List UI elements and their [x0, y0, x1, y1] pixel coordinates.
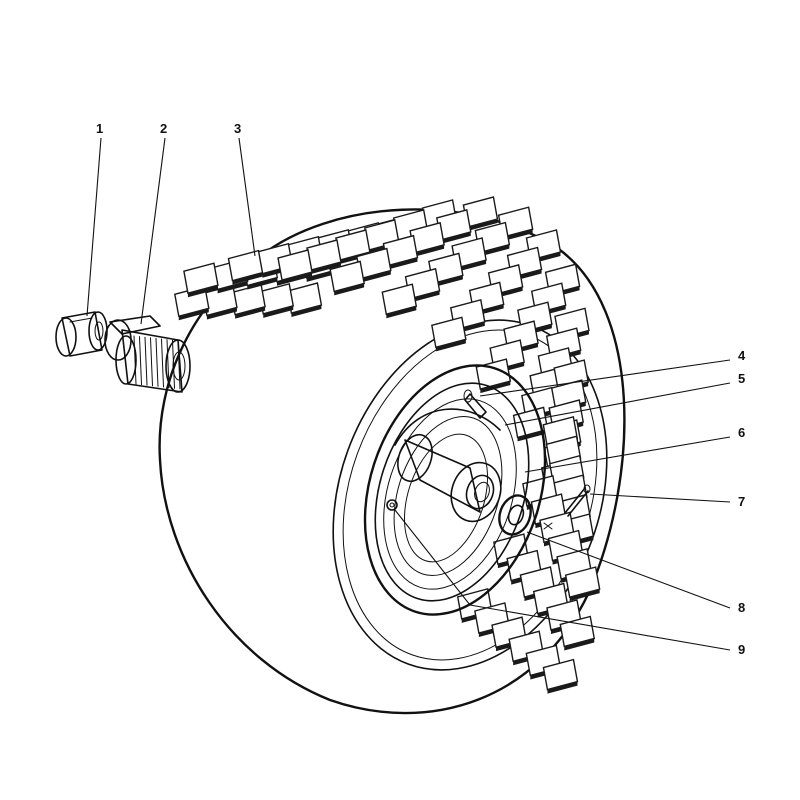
- tread-block: [564, 566, 601, 599]
- tread-block-shadow: [232, 272, 263, 285]
- tread-block-shadow: [282, 272, 313, 285]
- spline-ridge: [139, 336, 142, 386]
- tread-block: [559, 615, 596, 648]
- spline-ridge: [172, 339, 175, 389]
- tire-tread-blocks: [173, 196, 601, 694]
- tread-block-shadow: [263, 305, 294, 318]
- tread-block-shadow: [291, 305, 322, 318]
- tread-block-shadow: [409, 290, 440, 303]
- callout-numbers: 1 2 3 4 5 6 7 8 9: [96, 121, 746, 657]
- part-1-spacer-bushing: [55, 311, 108, 357]
- tread-block-shadow: [360, 270, 391, 283]
- tread-block-shadow: [187, 285, 218, 298]
- part-6-hub: [397, 433, 502, 523]
- part-9-grease-fitting: [386, 499, 398, 511]
- tread-block: [545, 327, 582, 360]
- callout-4: 4: [738, 348, 746, 363]
- spline-ridge: [155, 337, 159, 387]
- callout-8: 8: [738, 600, 745, 615]
- spline-ridge: [150, 337, 153, 387]
- tread-block-shadow: [440, 231, 471, 244]
- tread-block: [277, 249, 313, 281]
- tread-block-shadow: [206, 307, 237, 320]
- tread-block-shadow: [414, 244, 445, 257]
- tread-block-shadow: [564, 638, 595, 651]
- tread-block-shadow: [435, 339, 466, 352]
- spline-ridge: [161, 338, 164, 388]
- tread-block-shadow: [178, 308, 209, 321]
- tread-block-shadow: [247, 277, 278, 290]
- spline-ridge: [144, 336, 148, 386]
- tread-block-shadow: [310, 262, 341, 275]
- tread-block-shadow: [235, 306, 266, 319]
- part-2-splined-sleeve: [104, 315, 191, 393]
- tread-block: [542, 658, 579, 691]
- part-3-tire: [158, 196, 626, 715]
- tread-block-shadow: [386, 306, 417, 319]
- callout-1: 1: [96, 121, 103, 136]
- tread-block-shadow: [387, 257, 418, 270]
- part-4-valve-stem: [463, 389, 487, 419]
- part-8-washer: [498, 494, 532, 536]
- tread-block-shadow: [517, 429, 548, 442]
- tread-block-shadow: [502, 229, 533, 242]
- tread-block: [329, 260, 365, 293]
- tread-block: [381, 283, 418, 316]
- callout-2: 2: [160, 121, 167, 136]
- tread-block-shadow: [456, 260, 487, 273]
- tread-block-shadow: [480, 381, 511, 394]
- tread-block-shadow: [432, 275, 463, 288]
- callout-9: 9: [738, 642, 745, 657]
- callout-3: 3: [234, 121, 241, 136]
- tread-block-shadow: [547, 681, 578, 694]
- tread-block: [554, 307, 590, 340]
- leader-lines: [86, 137, 731, 651]
- tread-block: [183, 262, 219, 295]
- tread-block-shadow: [217, 281, 248, 294]
- tread-block-shadow: [569, 589, 600, 602]
- callout-5: 5: [738, 371, 745, 386]
- spline-ridge: [177, 340, 181, 390]
- part-7-cotter-pin: [543, 484, 591, 530]
- tread-block-shadow: [479, 244, 510, 257]
- spline-ridge: [133, 335, 137, 385]
- callout-6: 6: [738, 425, 745, 440]
- tread-block-shadow: [467, 219, 498, 232]
- callout-7: 7: [738, 494, 745, 509]
- tread-block-shadow: [306, 269, 337, 282]
- tread-block-shadow: [334, 283, 365, 296]
